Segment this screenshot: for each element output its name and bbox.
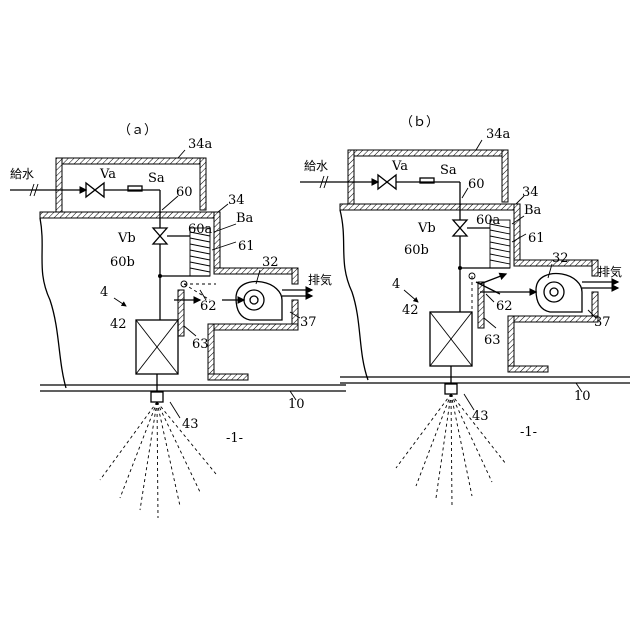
label-34a: 34a	[486, 127, 511, 142]
label-63: 63	[192, 337, 209, 352]
panel-b: （ｂ） 34a 34 10	[300, 115, 630, 506]
label-sa: Sa	[440, 163, 457, 178]
top-box-34a	[348, 140, 508, 210]
label-vb: Vb	[417, 221, 436, 236]
label-ba: Ba	[236, 211, 254, 226]
label-vb: Vb	[117, 231, 136, 246]
label-water-in: 給水	[304, 159, 328, 173]
label-37: 37	[594, 315, 611, 330]
nozzle-43	[100, 392, 216, 518]
box-42	[430, 312, 472, 384]
valve-va	[86, 183, 104, 197]
water-inlet	[10, 184, 86, 196]
left-wall	[340, 210, 368, 380]
label-34: 34	[228, 193, 245, 208]
panel-title: （ｂ）	[400, 115, 439, 130]
label-37: 37	[300, 315, 317, 330]
left-wall	[40, 218, 66, 388]
valve-va	[378, 175, 396, 189]
label-42: 42	[402, 303, 419, 318]
label-61: 61	[528, 231, 545, 246]
label-34a: 34a	[188, 137, 213, 152]
valve-vb	[153, 228, 167, 244]
label-exhaust: 排気	[598, 264, 622, 279]
label-63: 63	[484, 333, 501, 348]
label-43: 43	[472, 409, 489, 424]
label-34: 34	[522, 185, 539, 200]
label-page: -1-	[520, 425, 537, 440]
label-exhaust: 排気	[308, 272, 332, 287]
label-water-in: 給水	[10, 167, 34, 181]
top-box-34a	[56, 150, 206, 218]
label-42: 42	[110, 317, 127, 332]
nozzle-43	[396, 384, 506, 506]
label-60b: 60b	[404, 243, 429, 258]
valve-vb	[453, 220, 467, 236]
label-va: Va	[391, 159, 408, 174]
panel-title: （ａ）	[118, 123, 157, 138]
label-60b: 60b	[110, 255, 135, 270]
label-ba: Ba	[524, 203, 542, 218]
label-62: 62	[200, 299, 217, 314]
label-32: 32	[552, 251, 569, 266]
label-va: Va	[99, 167, 116, 182]
label-61: 61	[238, 239, 255, 254]
label-60: 60	[176, 185, 193, 200]
label-10: 10	[288, 397, 305, 412]
water-inlet	[300, 176, 378, 188]
label-43: 43	[182, 417, 199, 432]
label-60a: 60a	[188, 222, 213, 237]
label-10: 10	[574, 389, 591, 404]
label-62: 62	[496, 299, 513, 314]
label-page: -1-	[226, 431, 243, 446]
box-42	[136, 320, 178, 392]
panel-a: （ａ） 34a 34	[10, 123, 346, 518]
label-sa: Sa	[148, 171, 165, 186]
label-4: 4	[392, 277, 400, 292]
label-60: 60	[468, 177, 485, 192]
label-4: 4	[100, 285, 108, 300]
label-32: 32	[262, 255, 279, 270]
